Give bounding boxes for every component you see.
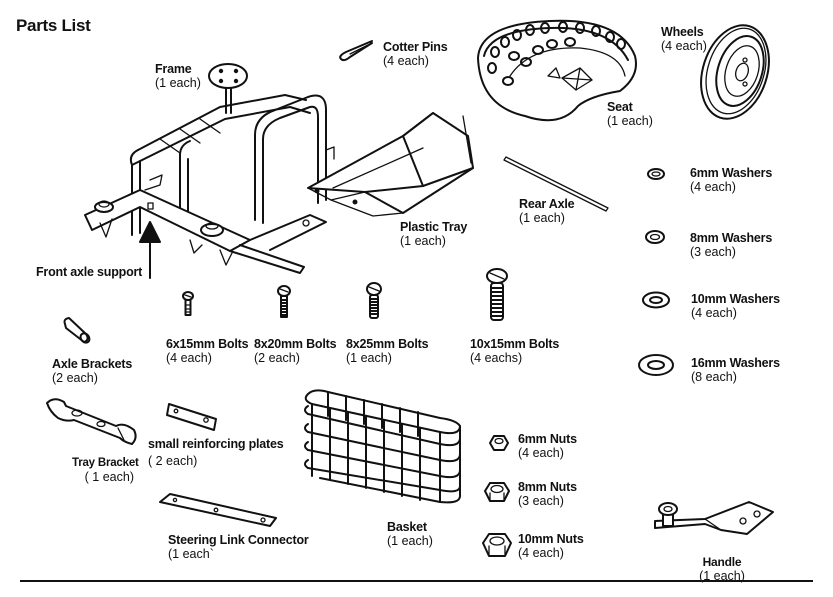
part-label-axle-brackets: Axle Brackets(2 each) bbox=[52, 357, 133, 385]
bolt-6x15-icon bbox=[182, 291, 194, 316]
part-label-bolts-10x15: 10x15mm Bolts(4 eachs) bbox=[470, 337, 560, 365]
washer-8mm-icon bbox=[645, 230, 665, 244]
part-label-washers-16mm: 16mm Washers(8 each) bbox=[691, 356, 780, 384]
part-label-nuts-10mm: 10mm Nuts(4 each) bbox=[518, 532, 584, 560]
part-label-reinforcing-plates: small reinforcing plates( 2 each) bbox=[148, 437, 284, 468]
basket-illustration bbox=[304, 389, 461, 504]
part-label-rear-axle: Rear Axle(1 each) bbox=[519, 197, 575, 225]
page-title: Parts List bbox=[16, 16, 91, 35]
part-label-nuts-6mm: 6mm Nuts(4 each) bbox=[518, 432, 577, 460]
axle-bracket-illustration bbox=[63, 317, 91, 344]
cotter-pin-illustration bbox=[339, 40, 373, 62]
part-label-washers-6mm: 6mm Washers(4 each) bbox=[690, 166, 773, 194]
steering-link-illustration bbox=[159, 493, 277, 527]
bottom-divider bbox=[20, 580, 813, 582]
part-label-plastic-tray: Plastic Tray(1 each) bbox=[400, 220, 468, 248]
part-label-washers-10mm: 10mm Washers(4 each) bbox=[691, 292, 780, 320]
part-label-cotter-pins: Cotter Pins(4 each) bbox=[383, 40, 448, 68]
washer-10mm-icon bbox=[642, 291, 670, 309]
tray-bracket-illustration bbox=[46, 398, 137, 445]
rear-axle-illustration bbox=[503, 156, 609, 212]
bolt-10x15-icon bbox=[486, 268, 508, 321]
part-label-tray-bracket: Tray Bracket( 1 each) bbox=[72, 457, 139, 484]
wheel-illustration bbox=[700, 24, 770, 120]
bolt-8x25-icon bbox=[366, 282, 382, 319]
part-label-washers-8mm: 8mm Washers(3 each) bbox=[690, 231, 773, 259]
part-label-seat: Seat(1 each) bbox=[607, 100, 653, 128]
seat-illustration bbox=[477, 19, 637, 122]
nut-6mm-icon bbox=[489, 435, 509, 451]
part-label-frame: Frame(1 each) bbox=[155, 62, 201, 90]
reinforcing-plate-illustration bbox=[166, 403, 217, 431]
bolt-8x20-icon bbox=[277, 285, 291, 318]
part-label-bolts-6x15: 6x15mm Bolts(4 each) bbox=[166, 337, 249, 365]
part-label-bolts-8x25: 8x25mm Bolts(1 each) bbox=[346, 337, 429, 365]
nut-8mm-icon bbox=[484, 482, 510, 502]
part-label-front-axle-support: Front axle support bbox=[36, 265, 143, 279]
washer-16mm-icon bbox=[638, 354, 674, 376]
arrow-up-icon bbox=[139, 221, 161, 279]
nut-10mm-icon bbox=[482, 533, 512, 557]
handle-illustration bbox=[654, 501, 774, 535]
frame-illustration bbox=[84, 63, 335, 274]
part-label-wheels: Wheels(4 each) bbox=[661, 25, 707, 53]
part-label-bolts-8x20: 8x20mm Bolts(2 each) bbox=[254, 337, 337, 365]
part-label-handle: Handle(1 each) bbox=[699, 555, 745, 583]
part-label-basket: Basket(1 each) bbox=[387, 520, 433, 548]
washer-6mm-icon bbox=[647, 168, 665, 180]
part-label-steering-link: Steering Link Connector(1 each` bbox=[168, 533, 309, 561]
plastic-tray-illustration bbox=[307, 112, 474, 217]
part-label-nuts-8mm: 8mm Nuts(3 each) bbox=[518, 480, 577, 508]
